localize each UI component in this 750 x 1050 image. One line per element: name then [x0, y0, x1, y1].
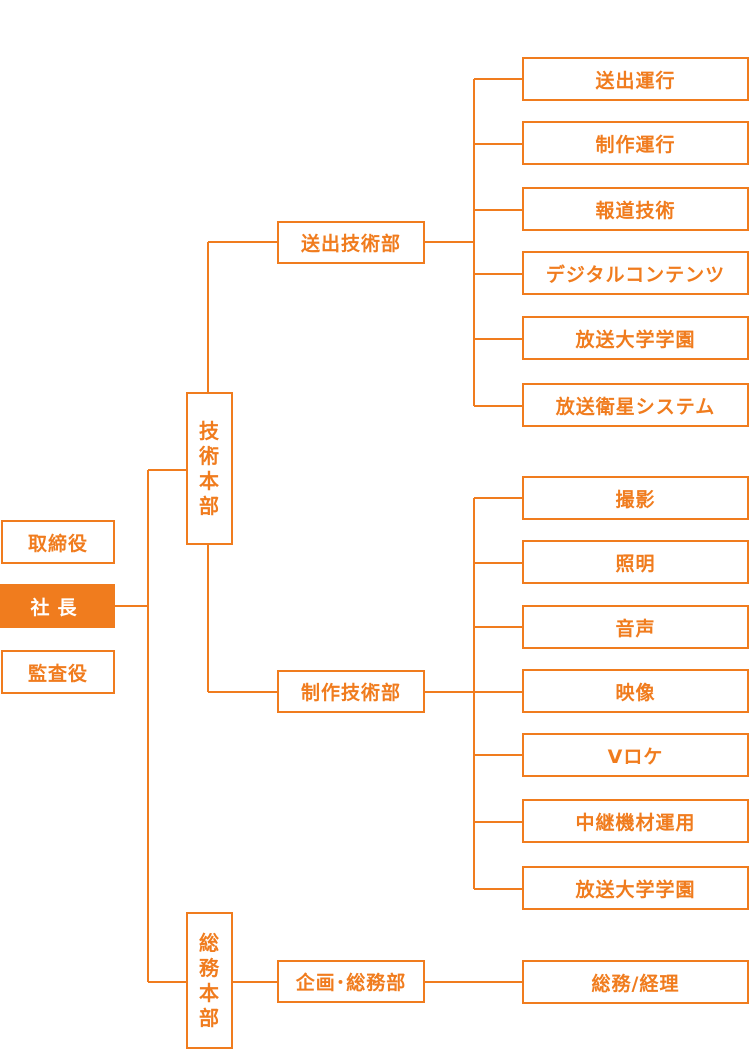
section-label: 放送大学学園: [575, 328, 696, 351]
section-label: 放送衛星システム: [555, 395, 716, 418]
section-box: 音声: [522, 605, 749, 649]
section-label: Vロケ: [607, 745, 664, 768]
section-box: 制作運行: [522, 121, 749, 165]
section-box: 放送大学学園: [522, 316, 749, 360]
section-box: デジタルコンテンツ: [522, 251, 749, 295]
tech-hq-char: 術: [199, 443, 220, 468]
section-box: 照明: [522, 540, 749, 584]
section-label: 総務/経理: [591, 972, 680, 995]
section-label: 制作運行: [595, 133, 676, 156]
section-box: 放送衛星システム: [522, 383, 749, 427]
transmission-dept-label: 送出技術部: [300, 233, 401, 255]
section-box: 映像: [522, 669, 749, 713]
section-box: 撮影: [522, 476, 749, 520]
section-label: 報道技術: [595, 199, 676, 222]
tech-hq-char: 本: [199, 468, 220, 493]
section-box: 報道技術: [522, 187, 749, 231]
section-box: 総務/経理: [522, 960, 749, 1004]
transmission-dept-box: 送出技術部: [277, 221, 425, 264]
section-label: 撮影: [615, 488, 656, 511]
auditor-label: 監査役: [27, 662, 88, 685]
section-box: 中継機材運用: [522, 799, 749, 843]
general-hq-box: 総 務 本 部: [186, 912, 233, 1049]
president-label: 社長: [30, 596, 85, 619]
section-label: 送出運行: [595, 69, 676, 92]
general-hq-char: 部: [199, 1005, 220, 1030]
production-dept-label: 制作技術部: [300, 682, 401, 704]
president-box: 社長: [0, 584, 115, 628]
section-label: デジタルコンテンツ: [545, 263, 726, 286]
board-box: 取締役: [1, 520, 115, 564]
board-label: 取締役: [27, 532, 88, 555]
general-hq-char: 本: [199, 980, 220, 1005]
section-box: 放送大学学園: [522, 866, 749, 910]
general-hq-char: 務: [199, 955, 220, 980]
section-box: Vロケ: [522, 733, 749, 777]
auditor-box: 監査役: [1, 650, 115, 694]
planning-dept-box: 企画･総務部: [277, 960, 425, 1003]
tech-hq-box: 技 術 本 部: [186, 392, 233, 545]
section-label: 放送大学学園: [575, 878, 696, 901]
general-hq-char: 総: [199, 930, 220, 955]
tech-hq-char: 部: [199, 493, 220, 518]
section-label: 音声: [615, 617, 656, 640]
production-dept-box: 制作技術部: [277, 670, 425, 713]
section-label: 照明: [615, 552, 656, 575]
planning-dept-label: 企画･総務部: [295, 972, 407, 994]
section-label: 中継機材運用: [575, 811, 696, 834]
section-label: 映像: [615, 681, 656, 704]
tech-hq-char: 技: [199, 418, 220, 443]
section-box: 送出運行: [522, 57, 749, 101]
